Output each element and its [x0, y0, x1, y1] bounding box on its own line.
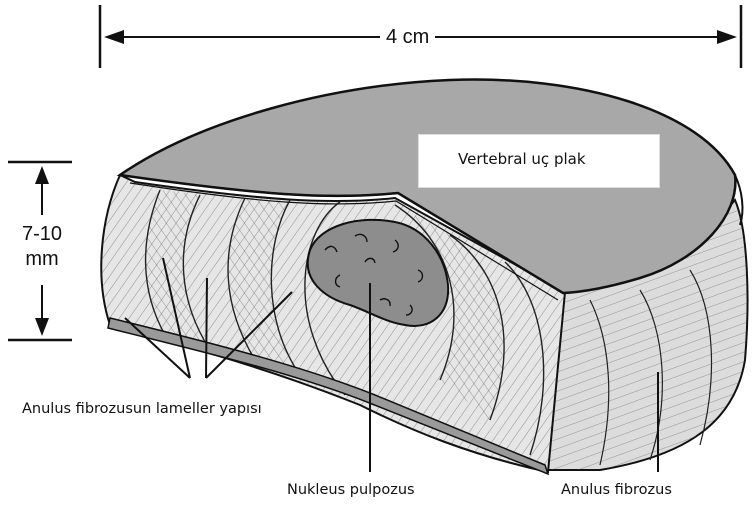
anulus-label: Anulus fibrozus — [561, 482, 672, 498]
lamellae-label: Anulus fibrozusun lameller yapısı — [22, 401, 262, 417]
endplate-label: Vertebral uç plak — [458, 150, 586, 168]
width-dimension-label: 4 cm — [380, 26, 435, 49]
nucleus-label: Nukleus pulpozus — [287, 482, 415, 498]
